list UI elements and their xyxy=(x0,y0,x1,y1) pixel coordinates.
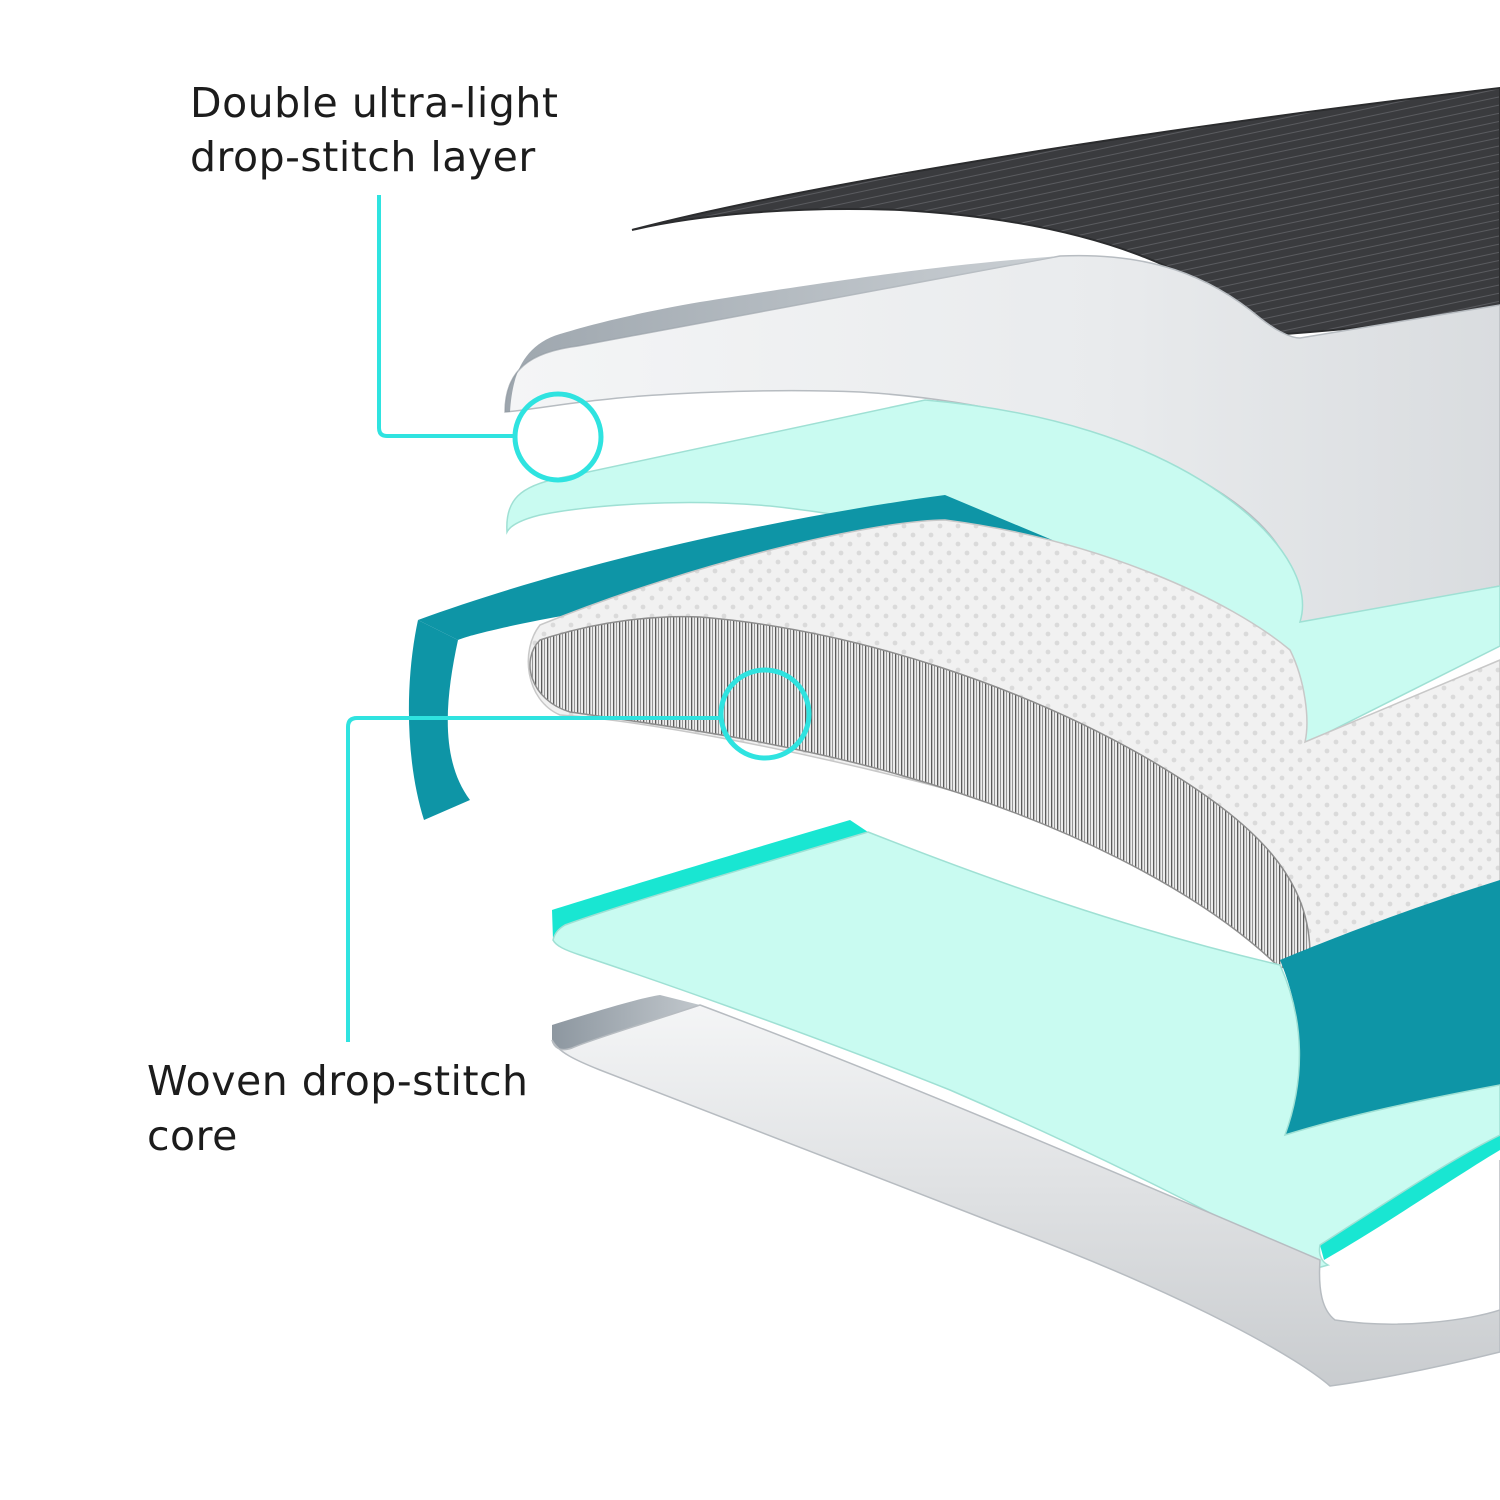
top-pvc-skin-edge xyxy=(505,256,1060,412)
callout-bottom-leader xyxy=(346,716,721,1042)
teal-rail-front xyxy=(1280,880,1500,1135)
callout-top-circle xyxy=(512,391,604,483)
callout-top-line1: Double ultra-light xyxy=(190,79,558,127)
callout-bottom: Woven drop-stitch core xyxy=(147,667,812,1160)
callout-top: Double ultra-light drop-stitch layer xyxy=(190,79,604,483)
bottom-pvc-edge xyxy=(552,995,700,1050)
bottom-pvc-skin xyxy=(551,1004,1500,1387)
cyan-strip-layer xyxy=(552,820,868,940)
callout-bottom-line2: core xyxy=(147,1112,238,1160)
top-pvc-skin-layer xyxy=(504,254,1500,625)
callout-bottom-circle xyxy=(718,667,812,761)
callout-bottom-line1: Woven drop-stitch xyxy=(147,1057,529,1105)
callout-top-leader xyxy=(377,195,516,438)
cyan-strip-right xyxy=(1320,1135,1500,1260)
callout-top-line2: drop-stitch layer xyxy=(190,133,536,181)
